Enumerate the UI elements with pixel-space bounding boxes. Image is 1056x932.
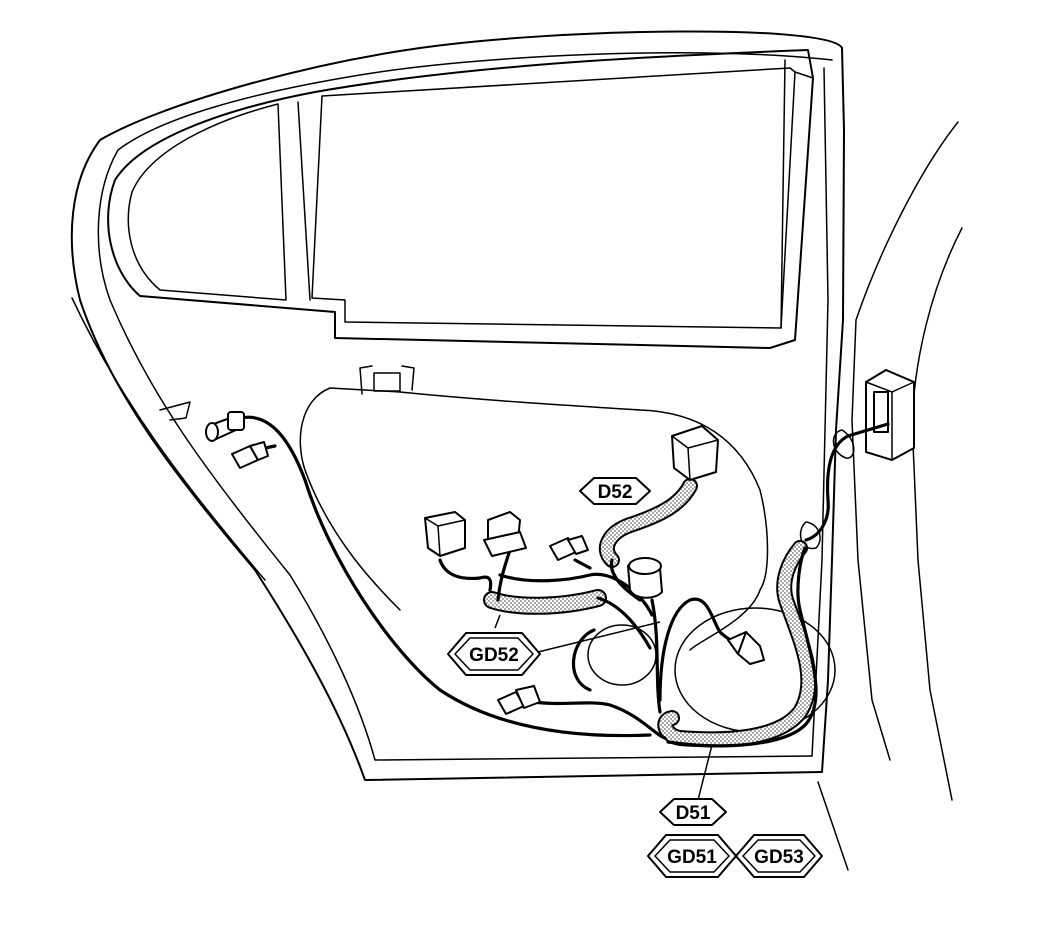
- connector-upper-left-square: [231, 441, 269, 469]
- connector-speaker: [627, 557, 663, 599]
- connector-lower-left: [497, 685, 541, 715]
- window-frame: [107, 49, 814, 349]
- label-gd52-text: GD52: [469, 645, 519, 666]
- harness-wires: [238, 415, 742, 740]
- harness-tape-gd52: [483, 589, 607, 615]
- label-gd53-text: GD53: [754, 847, 804, 868]
- label-gd51-text: GD51: [667, 847, 717, 868]
- label-gd51: GD51: [647, 834, 737, 878]
- connector-a: [424, 511, 466, 557]
- harness-tape-main: [657, 540, 818, 748]
- connector-lower-right: [727, 631, 765, 665]
- connector-c: [549, 535, 589, 561]
- hinge-tube: [799, 422, 890, 550]
- label-d52-text: D52: [598, 482, 633, 503]
- label-gd52: GD52: [447, 632, 541, 676]
- inner-door-panel: [159, 365, 836, 733]
- label-d51: D51: [659, 798, 727, 826]
- label-d52: D52: [579, 477, 651, 505]
- body-pillar: [817, 121, 963, 871]
- door-outline: [70, 30, 845, 781]
- pillar-bulkhead-connector: [865, 369, 915, 461]
- connector-upper-left-round: [205, 411, 245, 442]
- label-gd53: GD53: [735, 834, 823, 878]
- harness-tape-d52: [598, 478, 698, 568]
- connector-b: [483, 511, 527, 557]
- leader-lines: [494, 614, 713, 801]
- label-d51-text: D51: [676, 803, 711, 824]
- connector-d52-block: [671, 425, 719, 481]
